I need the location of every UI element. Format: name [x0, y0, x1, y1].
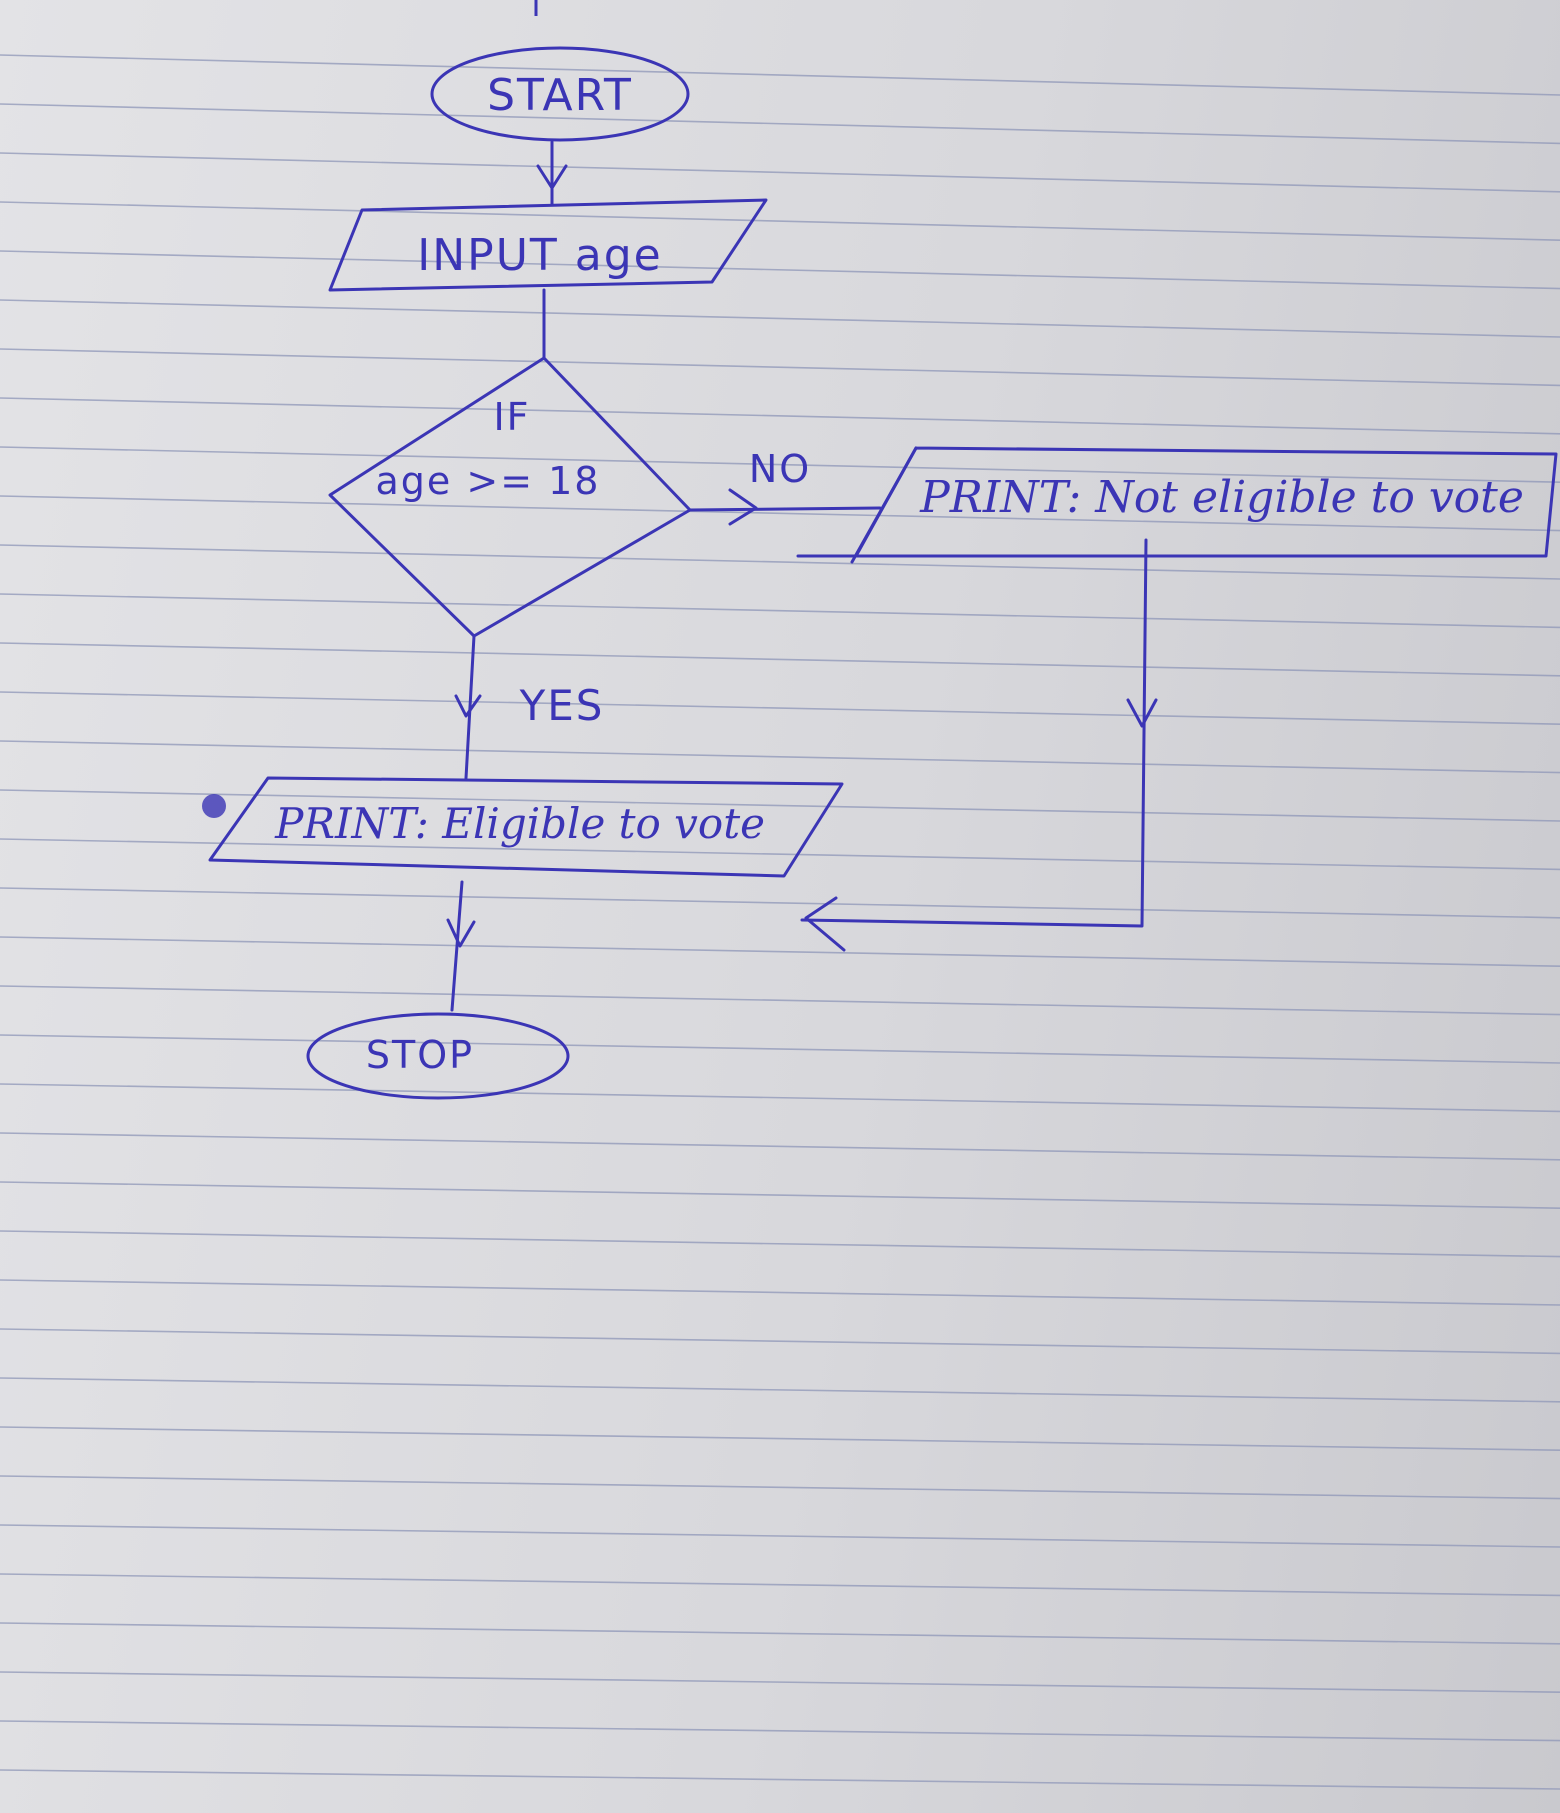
- ruled-line: [0, 54, 1560, 96]
- branch-yes-label: YES: [519, 681, 605, 730]
- ruled-line: [0, 1230, 1560, 1258]
- input-box: INPUT age: [328, 198, 768, 292]
- arrow-to-stop: [446, 880, 476, 1012]
- decision-condition-label: age >= 18: [376, 459, 601, 503]
- arrow-not-eligible-return: [800, 538, 1158, 952]
- ruled-line: [0, 642, 1560, 677]
- ruled-line: [0, 1671, 1560, 1693]
- ruled-line: [0, 152, 1560, 193]
- ruled-line: [0, 348, 1560, 387]
- decision-diamond: IF age >= 18: [328, 356, 692, 638]
- ruled-line: [0, 397, 1560, 435]
- ruled-line: [0, 740, 1560, 774]
- ruled-line: [0, 446, 1560, 483]
- ruled-line: [0, 1475, 1560, 1500]
- print-eligible-label: PRINT: Eligible to vote: [274, 799, 765, 848]
- ruled-line: [0, 1377, 1560, 1403]
- ruled-line: [0, 299, 1560, 338]
- branch-no-label: NO: [749, 447, 811, 491]
- ruled-line: [0, 250, 1560, 290]
- input-label: INPUT age: [417, 230, 662, 281]
- ruled-line: [0, 1328, 1560, 1355]
- ruled-line: [0, 1426, 1560, 1451]
- print-eligible-box: PRINT: Eligible to vote: [202, 776, 844, 878]
- ruled-line: [0, 789, 1560, 822]
- stop-label: STOP: [366, 1033, 474, 1077]
- ruled-line: [0, 691, 1560, 725]
- ruled-line: [0, 103, 1560, 145]
- ruled-line: [0, 985, 1560, 1016]
- start-label: START: [487, 70, 633, 121]
- start-terminal: START: [430, 46, 690, 142]
- print-not-eligible-label: PRINT: Not eligible to vote: [919, 472, 1524, 523]
- ruled-line: [0, 1034, 1560, 1064]
- ruled-line: [0, 495, 1560, 532]
- ruled-line: [0, 1524, 1560, 1548]
- ruled-line: [0, 1132, 1560, 1161]
- stop-terminal: STOP: [306, 1012, 570, 1100]
- ruled-line: [0, 1622, 1560, 1645]
- arrow-no-branch: NO: [688, 447, 882, 526]
- ruled-line: [0, 1279, 1560, 1306]
- ink-blot: [202, 794, 226, 818]
- ruled-line: [0, 1083, 1560, 1113]
- ruled-line: [0, 201, 1560, 241]
- print-not-eligible-box: PRINT: Not eligible to vote: [796, 446, 1558, 564]
- ruled-line: [0, 593, 1560, 629]
- ruled-line: [0, 936, 1560, 967]
- ruled-line: [0, 1720, 1560, 1742]
- arrow-start-to-input: [536, 140, 568, 207]
- arrow-yes-branch: YES: [454, 634, 605, 780]
- ruled-line: [0, 838, 1560, 871]
- decision-if-label: IF: [493, 395, 530, 439]
- ruled-line: [0, 1181, 1560, 1209]
- ruled-line: [0, 1769, 1560, 1790]
- ruled-line: [0, 887, 1560, 919]
- ruled-line: [0, 544, 1560, 580]
- ruled-line: [0, 1573, 1560, 1597]
